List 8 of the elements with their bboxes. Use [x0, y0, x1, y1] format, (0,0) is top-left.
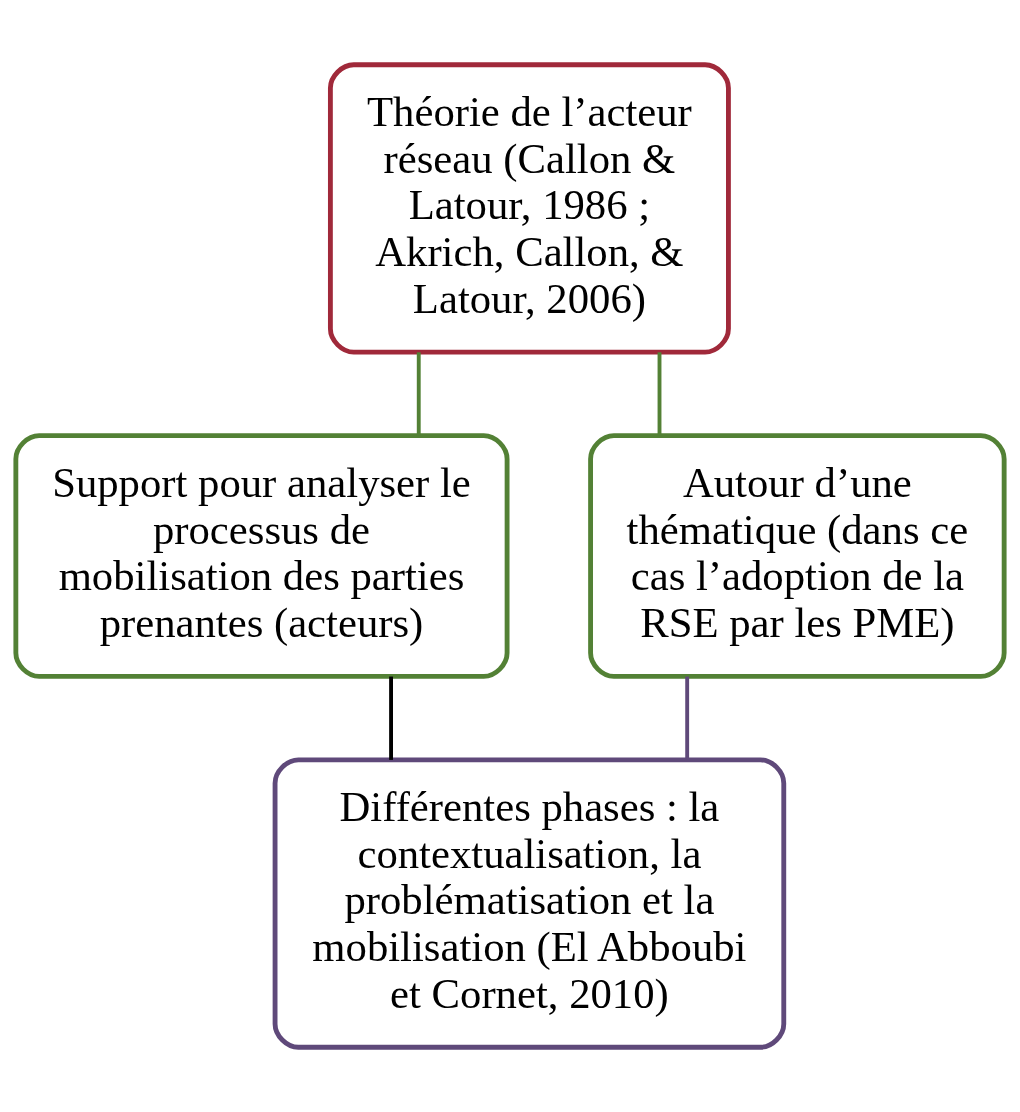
connector	[685, 676, 690, 760]
node-box: Autour d’une thématique (dans ce cas l’adoption de la RSE par les PME)	[588, 433, 1007, 679]
node-box: Support pour analyser le processus de mobilisation des parties prenantes (acteurs)	[13, 433, 510, 679]
connector	[416, 352, 421, 436]
node-box: Différentes phases : la contextualisation, la problématisation et la mobilisation (El Abboubi et Cornet, 2010)	[272, 757, 787, 1050]
node-box: Théorie de l’acteur réseau (Callon & Latour, 1986 ; Akrich, Callon, & Latour, 2006)	[327, 62, 731, 355]
connector	[389, 676, 393, 760]
connector	[657, 352, 662, 436]
